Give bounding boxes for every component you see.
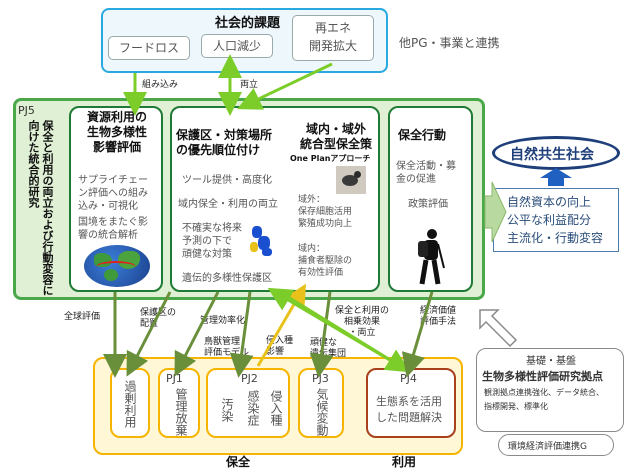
pj3-text: 気候変動: [315, 388, 329, 436]
label-protected-area: 保護区の 配置: [140, 308, 177, 329]
box2-line2: 域内保全・利用の両立: [178, 199, 278, 210]
social-issues-title: 社会的課題: [215, 16, 281, 31]
use-label: 利用: [392, 455, 417, 469]
label-invasive-impact: 侵入種 影響: [266, 336, 294, 357]
label-coexist: 両立: [240, 80, 259, 90]
outcome-text: 自然資本の向上 公平な利益配分 主流化・行動変容: [507, 195, 604, 245]
pj3-box: [298, 368, 344, 438]
outcome-title: 自然共生社会: [510, 147, 594, 163]
outcome-text-box: [493, 188, 619, 252]
box1-line2: 国境をまたぐ影 響の統合解析: [78, 217, 148, 241]
pj2-box: [206, 368, 290, 438]
pj4-text: 生態系を活用 した問題解決: [376, 395, 442, 424]
econ-eval-box: [498, 434, 614, 456]
conserve-label: 保全: [226, 455, 251, 469]
box1-line1: サプライチェー ン評価への組み 込み・可視化: [78, 175, 148, 212]
pj2-col3: 侵入種: [269, 390, 283, 426]
label-incorporate: 組み込み: [142, 80, 179, 90]
pj2-col1: 汚染: [220, 398, 234, 422]
bird-photo: [336, 166, 366, 194]
pj1-text: 管理放棄: [174, 388, 188, 436]
arrow-base-up: [479, 309, 518, 348]
pj1-box: [158, 368, 200, 438]
issue-renewable: 再エネ 開発拡大: [292, 15, 374, 61]
arrow-outcome-up: [540, 168, 572, 186]
label-synergy: 保全と利用の 相乗効果 ・両立: [335, 306, 390, 338]
box2b-line1: 域外： 保存細胞活用 繁殖成功向上: [298, 195, 353, 229]
overuse-label: 過剰利用: [123, 380, 137, 428]
pj2-col2: 感染症: [246, 390, 260, 426]
base-text: 観測拠点連携強化、データ統合、 指標開発、標準化: [484, 388, 604, 411]
box3-line1: 保全活動・募 金の促進: [396, 161, 456, 185]
pj5-vertical-title: 保全と利用の両立および行動変容に向けた統合的研究: [27, 120, 54, 296]
arrow-econ-method: [401, 291, 434, 378]
issue-population-label: 人口減少: [212, 39, 261, 53]
pj4-label: PJ4: [400, 372, 417, 385]
box3-title: 保全行動: [398, 128, 447, 142]
box1-title: 資源利用の 生物多様性 影響評価: [86, 110, 147, 154]
issue-food-loss: フードロス: [108, 36, 190, 60]
pj5-box-priority: [170, 106, 380, 292]
issue-renewable-label: 再エネ 開発拡大: [308, 21, 357, 53]
label-mgmt-efficiency: 管理効率化: [200, 316, 246, 326]
box2-title: 保護区・対策場所 の優先順位付け: [176, 128, 273, 157]
overuse-box: [110, 368, 150, 438]
box2b-title: 域内・域外 統合型保全策: [299, 122, 372, 151]
issue-food-loss-label: フードロス: [118, 41, 179, 55]
box2b-subtitle: One Planアプローチ: [290, 154, 371, 163]
base-foundation-box: [476, 348, 624, 432]
hiker-icon: [418, 229, 445, 285]
box2-line4: 遺伝的多様性保護区: [182, 273, 272, 284]
globe-map-image: [84, 245, 150, 287]
issue-population: 人口減少: [201, 34, 273, 58]
label-econ-method: 経済価値 評価手法: [420, 306, 457, 327]
pj5-box-action: [388, 106, 473, 292]
label-global-eval: 全球評価: [64, 312, 101, 322]
base-subtitle: 生物多様性評価研究拠点: [482, 370, 603, 383]
box2-line1: ツール提供・高度化: [182, 175, 272, 186]
box2b-line2: 域内： 捕食者駆除の 有効性評価: [298, 244, 353, 278]
pj5-label: PJ5: [18, 104, 35, 117]
box3-line2: 政策評価: [408, 199, 448, 210]
pj3-label: PJ3: [312, 372, 329, 385]
econ-eval-label: 環境経済評価連携G: [508, 442, 587, 452]
label-healthy-pop: 頑健な 遺伝集団: [310, 338, 347, 359]
pj1-label: PJ1: [166, 372, 183, 385]
pj2-label: PJ2: [241, 372, 258, 385]
base-title: 基礎・基盤: [526, 356, 576, 367]
label-bird-model: 鳥獣管理 評価モデル: [204, 337, 250, 358]
partner-label: 他PG・事業と連携: [399, 36, 500, 50]
priority-map-image: [246, 224, 276, 260]
box2-line3: 不確実な将来 予測の下で 頑健な対策: [182, 223, 242, 260]
